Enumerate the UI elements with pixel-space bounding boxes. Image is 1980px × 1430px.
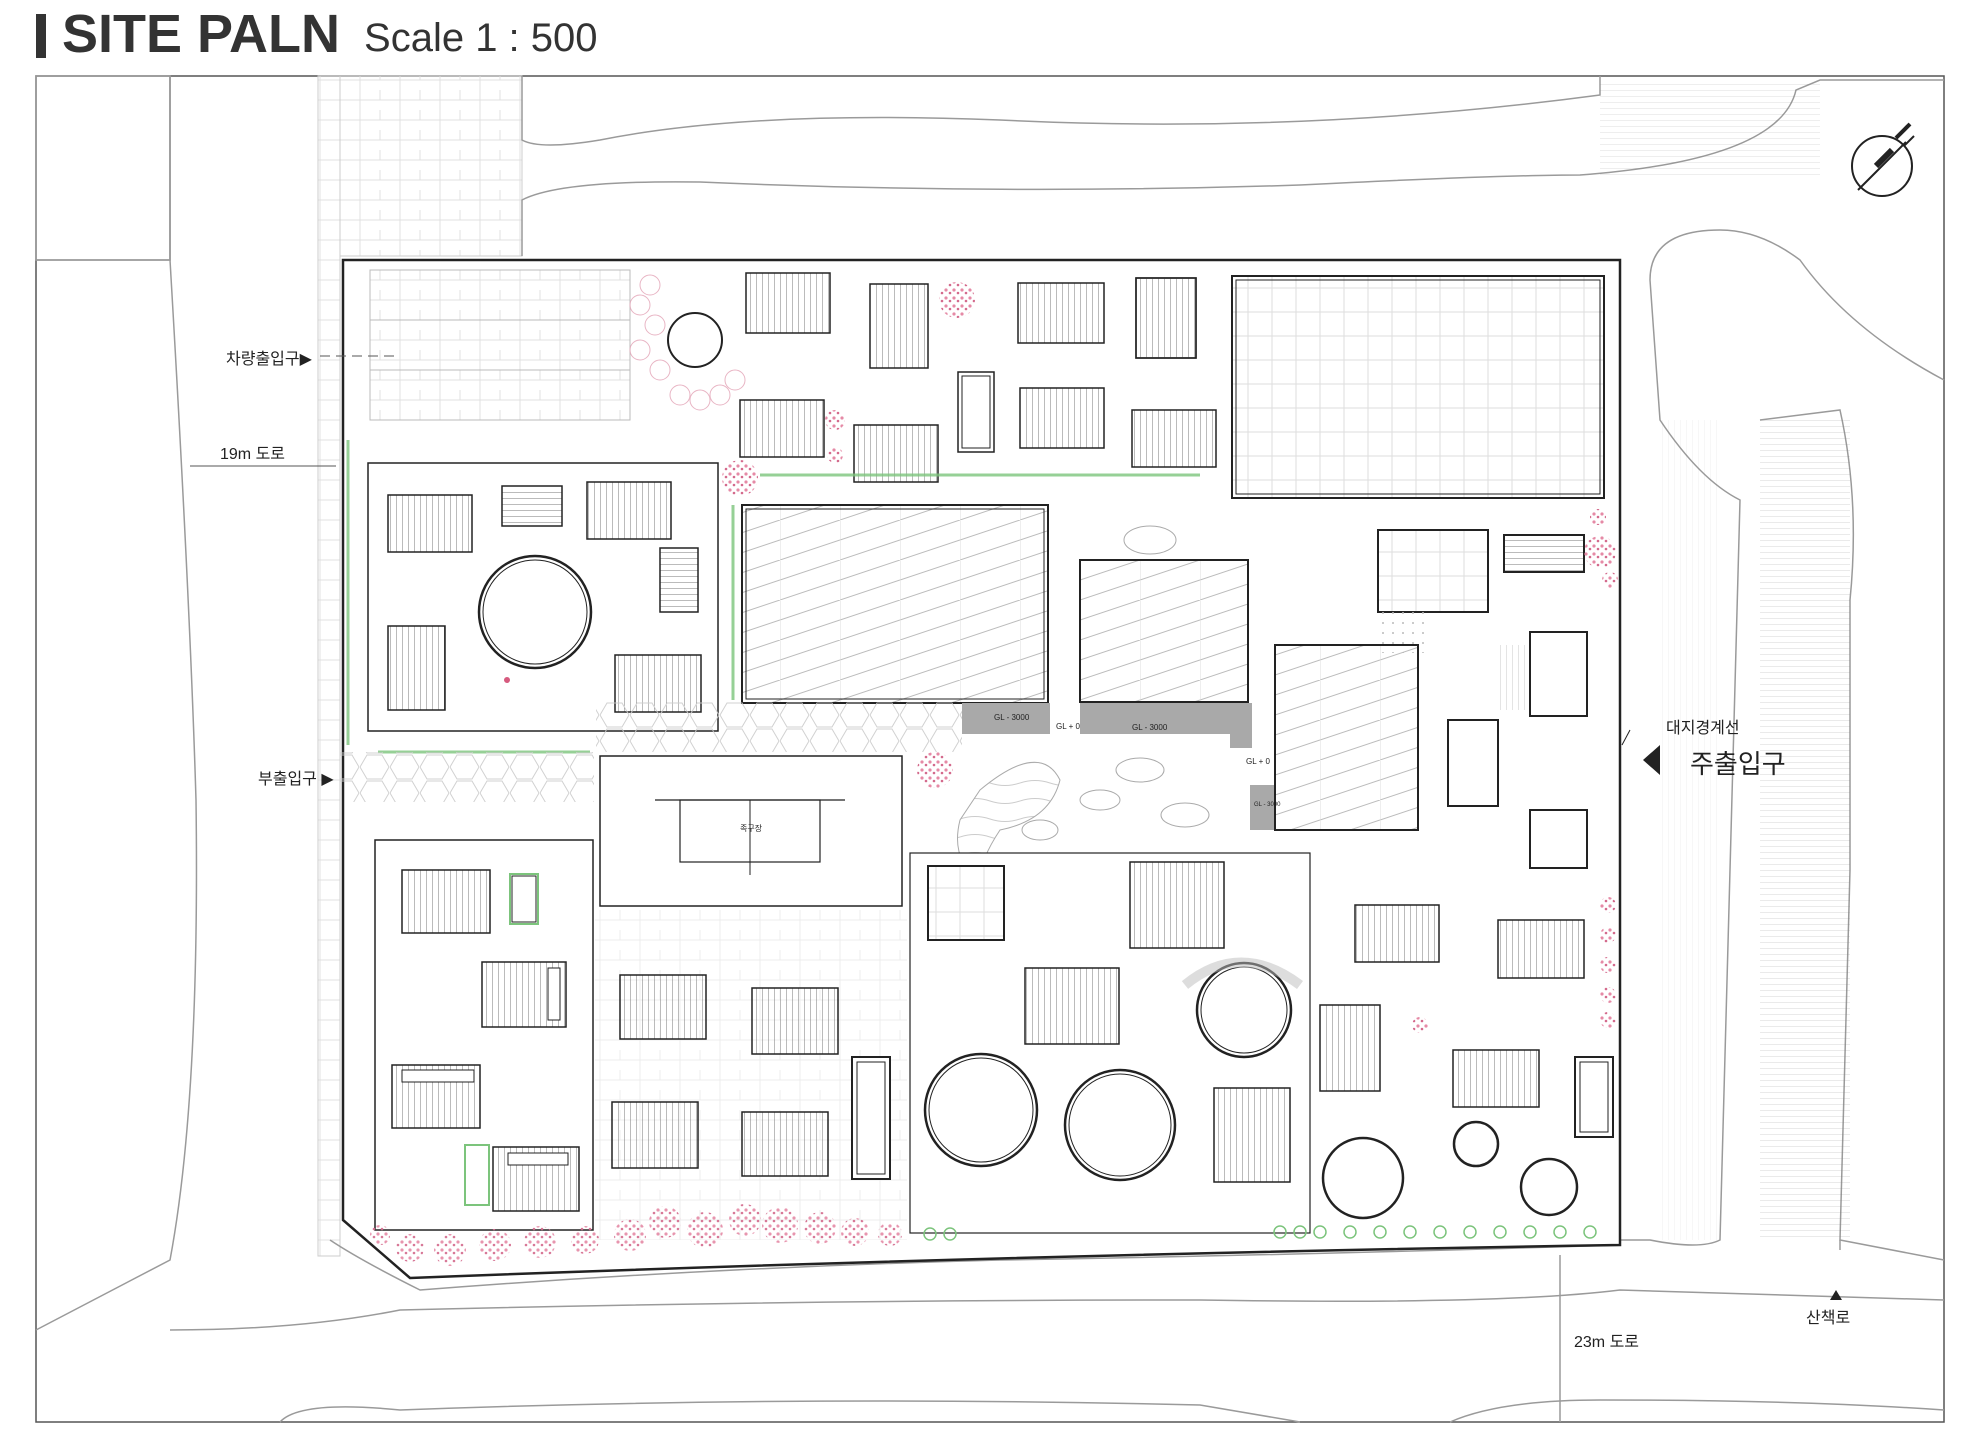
triangle-left-icon (1643, 745, 1660, 775)
scale-label: Scale 1 : 500 (364, 16, 598, 60)
round-pavilion-1 (667, 312, 723, 368)
top-row-buildings (739, 272, 1217, 483)
gl-minus-3000-label-2: GL - 3000 (1132, 723, 1168, 732)
vehicle-entrance-label: 차량출입구▶ (226, 351, 312, 368)
gl-zero-label-1: GL + 0 (1056, 722, 1080, 731)
drawing-frame (35, 75, 1945, 1423)
gl-minus-3000-label-3: GL - 3000 (1254, 802, 1281, 808)
jokgu-field (599, 755, 903, 907)
walkway-arrow-icon (1830, 1290, 1842, 1300)
page-header: SITE PALN Scale 1 : 500 (36, 4, 598, 64)
main-entrance-label: 주출입구 (1690, 749, 1786, 779)
central-hall (741, 504, 1049, 704)
gl-zero-label-2: GL + 0 (1246, 757, 1270, 766)
southeast-hall (1274, 644, 1419, 831)
left-sidewalk (317, 75, 341, 1257)
gl-minus-3000-label-1: GL - 3000 (994, 713, 1030, 722)
page-title: SITE PALN (62, 4, 341, 64)
bottom-road (169, 1239, 1945, 1423)
secondary-entrance-label: 부출입구 ▶ (258, 771, 334, 788)
north-arrow-icon (1851, 122, 1915, 197)
walkway-label: 산책로 (1806, 1310, 1851, 1327)
boundary-line-label: 대지경계선 (1666, 720, 1740, 737)
site-boundary (341, 258, 1622, 1280)
east-hall (1079, 559, 1249, 703)
sports-field-label: 족구장 (740, 824, 763, 833)
road-23m-label: 23m 도로 (1574, 1334, 1640, 1351)
road-19m-label: 19m 도로 (220, 446, 286, 463)
round-pavilion-2 (477, 554, 593, 670)
title-bar-mark (36, 14, 46, 58)
sports-field-grid (1231, 275, 1605, 499)
parking-area (369, 269, 631, 421)
left-road (35, 75, 198, 1331)
